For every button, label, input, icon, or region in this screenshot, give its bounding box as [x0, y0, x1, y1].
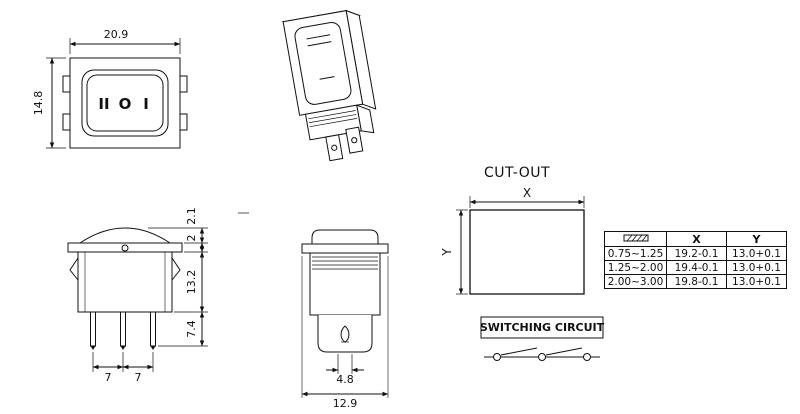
circuit-terminal	[583, 353, 591, 361]
x-cell: 19.4-0.1	[666, 260, 727, 275]
mounting-clip	[62, 75, 71, 93]
mounting-clip	[179, 113, 188, 131]
switch-body	[69, 57, 181, 149]
x-cell: 19.8-0.1	[666, 274, 727, 289]
rocker-marking-o: O	[119, 95, 132, 113]
panel-thickness-header	[604, 231, 667, 247]
thickness-cell: 0.75~1.25	[604, 246, 667, 261]
panel-thickness-icon	[623, 234, 648, 241]
cutout-y-label: Y	[440, 248, 454, 257]
dim-body-height-label: 13.2	[185, 270, 198, 295]
dim-terminal-length-label: 7.4	[185, 320, 198, 338]
bezel-opening	[81, 69, 169, 137]
pin-tip	[120, 346, 126, 350]
table-row: 0.75~1.25 19.2-0.1 13.0+0.1	[604, 246, 787, 261]
dim-height-label: 14.8	[32, 91, 45, 116]
terminal-hole	[331, 144, 338, 151]
housing	[309, 252, 381, 316]
pin-tip	[150, 346, 156, 350]
y-cell: 13.0+0.1	[726, 274, 787, 289]
circuit-terminal	[538, 353, 546, 361]
side-view	[67, 227, 208, 372]
perspective-view	[281, 9, 377, 162]
col-header-x: X	[666, 231, 727, 247]
table-row: 1.25~2.00 19.4-0.1 13.0+0.1	[604, 260, 787, 275]
rocker-mark	[306, 34, 331, 40]
retaining-clip	[171, 257, 181, 281]
switching-circuit	[480, 316, 604, 361]
body-rib	[308, 110, 356, 120]
pivot	[121, 244, 129, 252]
rocker-top	[311, 229, 379, 244]
switch-lever	[500, 347, 538, 356]
terminal-hole	[351, 137, 358, 144]
body-rib	[308, 114, 357, 124]
switch-housing	[77, 251, 173, 313]
lower-housing	[317, 315, 373, 353]
cutout-x-label: X	[523, 186, 531, 200]
circuit-title: SWITCHING CIRCUIT	[480, 321, 605, 334]
flange	[301, 243, 389, 254]
rocker-marking-i: I	[143, 95, 149, 113]
terminal-pin	[90, 311, 96, 347]
rocker-3d	[294, 21, 352, 105]
rocker-profile	[79, 227, 171, 244]
thickness-cell: 2.00~3.00	[604, 274, 667, 289]
thickness-cell: 1.25~2.00	[604, 260, 667, 275]
front-view	[46, 38, 188, 149]
rocker-face	[86, 74, 164, 132]
front-lower-view	[301, 229, 389, 398]
dim-terminal-width-label: 4.8	[336, 373, 354, 386]
retaining-clip	[69, 257, 79, 281]
rocker-mark	[319, 76, 335, 80]
circuit-terminal	[493, 353, 501, 361]
mounting-clip	[62, 113, 71, 131]
panel-thickness-table: X Y 0.75~1.25 19.2-0.1 13.0+0.1 1.25~2.0…	[604, 231, 787, 289]
switch-lever	[545, 347, 583, 356]
dim-rocker-height-label: 2.1	[185, 207, 198, 225]
cutout-rect	[469, 209, 585, 295]
terminal-pin	[325, 134, 344, 162]
dim-pin-spacing-left-label: 7	[105, 371, 112, 384]
dim-body-width-label: 12.9	[333, 397, 358, 410]
rocker-marking-ii: II	[98, 95, 109, 113]
terminal-pin	[150, 311, 156, 347]
terminal-pin	[120, 311, 126, 347]
mounting-clip	[179, 75, 188, 93]
circuit-title-box	[480, 316, 604, 339]
y-cell: 13.0+0.1	[726, 260, 787, 275]
dim-pin-spacing-right-label: 7	[135, 371, 142, 384]
cutout-title: CUT-OUT	[484, 165, 550, 181]
dim-flange-label: 2	[185, 235, 198, 242]
pin-tip	[90, 346, 96, 350]
col-header-y: Y	[726, 231, 787, 247]
terminal-pin	[345, 126, 364, 154]
x-cell: 19.2-0.1	[666, 246, 727, 261]
table-header-row: X Y	[604, 231, 787, 247]
body-rib	[309, 118, 358, 128]
table-row: 2.00~3.00 19.8-0.1 13.0+0.1	[604, 274, 787, 289]
y-cell: 13.0+0.1	[726, 246, 787, 261]
dim-width-label: 20.9	[104, 28, 129, 41]
rocker-mark	[307, 41, 332, 47]
cutout-view	[456, 196, 585, 295]
